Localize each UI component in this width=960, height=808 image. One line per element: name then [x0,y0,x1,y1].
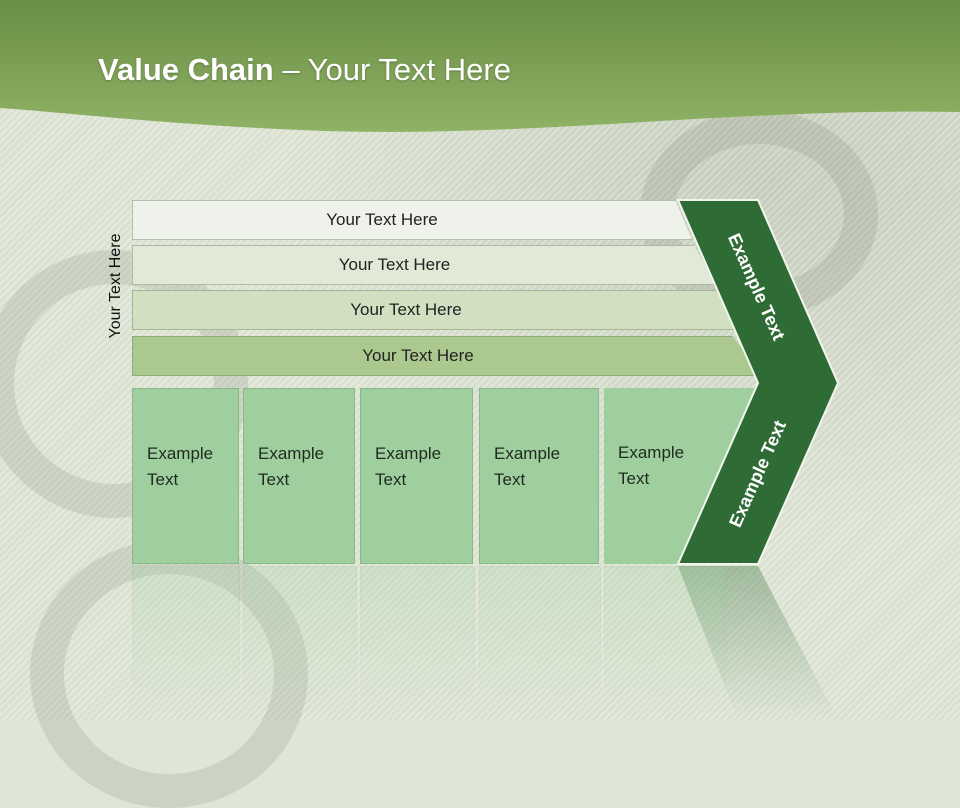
columns-reflection [132,566,772,720]
column-text-line2: Text [618,469,650,488]
side-label: Your Text Here [107,233,124,339]
row-label: Your Text Here [350,300,462,319]
header-banner [0,0,960,132]
column-text-line2: Text [258,470,290,489]
row-label: Your Text Here [326,210,438,229]
slide-title-bold: Value Chain [98,52,274,87]
slide-title: Value Chain – Your Text Here [98,52,511,88]
row-label: Your Text Here [362,346,474,365]
row-label: Your Text Here [338,255,451,274]
column-text-line1: Example [375,444,442,463]
row-bar-4: Your Text Here [132,336,764,376]
slide-title-rest: – Your Text Here [273,52,511,87]
row-bar-2: Your Text Here [132,245,717,285]
column-text-line1: Example [147,444,214,463]
column-text-line1: Example [618,443,685,462]
column-text-line1: Example [258,444,325,463]
column-text-line2: Text [147,470,179,489]
row-bar-3: Your Text Here [132,290,740,330]
column-text-line2: Text [494,470,526,489]
column-text-line1: Example [494,444,561,463]
column-text-line2: Text [375,470,407,489]
row-bar-1: Your Text Here [132,200,692,240]
